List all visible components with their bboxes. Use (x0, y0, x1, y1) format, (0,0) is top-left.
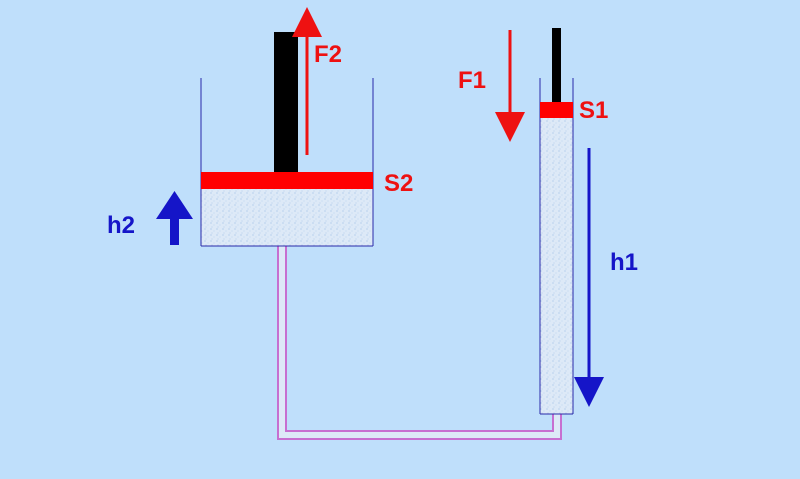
label-h1: h1 (610, 249, 638, 276)
connecting-pipe-fluid (279, 245, 560, 438)
small-piston-rod (552, 28, 561, 102)
large-piston-rod (274, 32, 298, 172)
connecting-pipe (277, 245, 562, 440)
small-cylinder (539, 28, 574, 415)
small-cylinder-fluid (540, 118, 573, 414)
large-cylinder-fluid (201, 189, 373, 246)
large-piston (201, 172, 373, 189)
small-piston (540, 102, 573, 118)
label-s2: S2 (384, 170, 413, 197)
label-h2: h2 (107, 212, 135, 239)
displacement-arrow-h2 (156, 191, 193, 245)
label-s1: S1 (579, 97, 608, 124)
large-cylinder (200, 32, 374, 247)
label-f1: F1 (458, 67, 486, 94)
label-f2: F2 (314, 41, 342, 68)
